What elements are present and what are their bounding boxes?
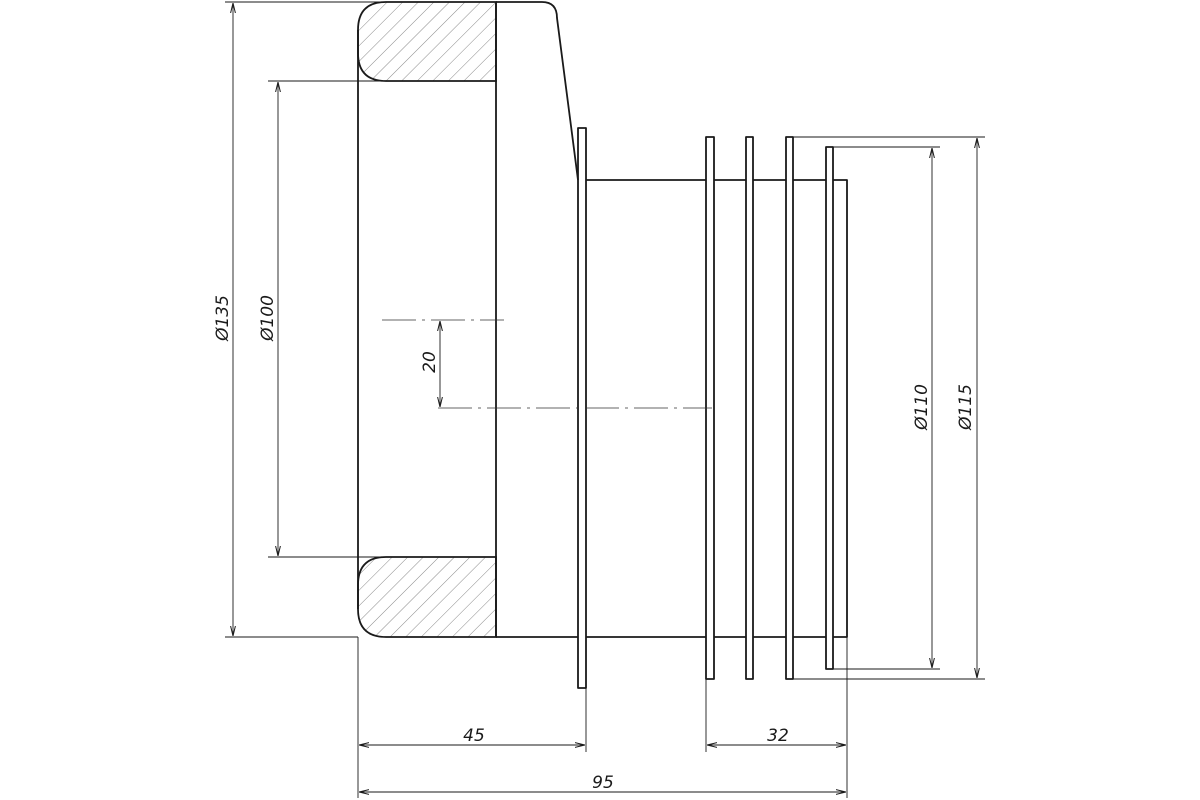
dim-label-d100: Ø100 [258, 295, 278, 342]
extension-lines [225, 1, 985, 798]
dim-label-len32: 32 [767, 726, 789, 746]
dim-label-d115: Ø115 [956, 384, 976, 431]
hatched-section-top [357, 1, 497, 82]
seal-rib-2 [745, 136, 754, 680]
dim-label-d135: Ø135 [213, 295, 233, 342]
seal-rib-4 [825, 146, 834, 670]
dim-label-len95: 95 [592, 773, 614, 793]
dim-label-d110: Ø110 [912, 384, 932, 431]
collar-outline [357, 1, 579, 638]
stop-flange [577, 127, 587, 689]
seal-rib-3 [785, 136, 794, 680]
hatched-section-bottom [357, 556, 497, 638]
dim-label-offset: 20 [420, 351, 440, 373]
dim-label-len45: 45 [463, 726, 485, 746]
pipe-body [586, 179, 848, 638]
